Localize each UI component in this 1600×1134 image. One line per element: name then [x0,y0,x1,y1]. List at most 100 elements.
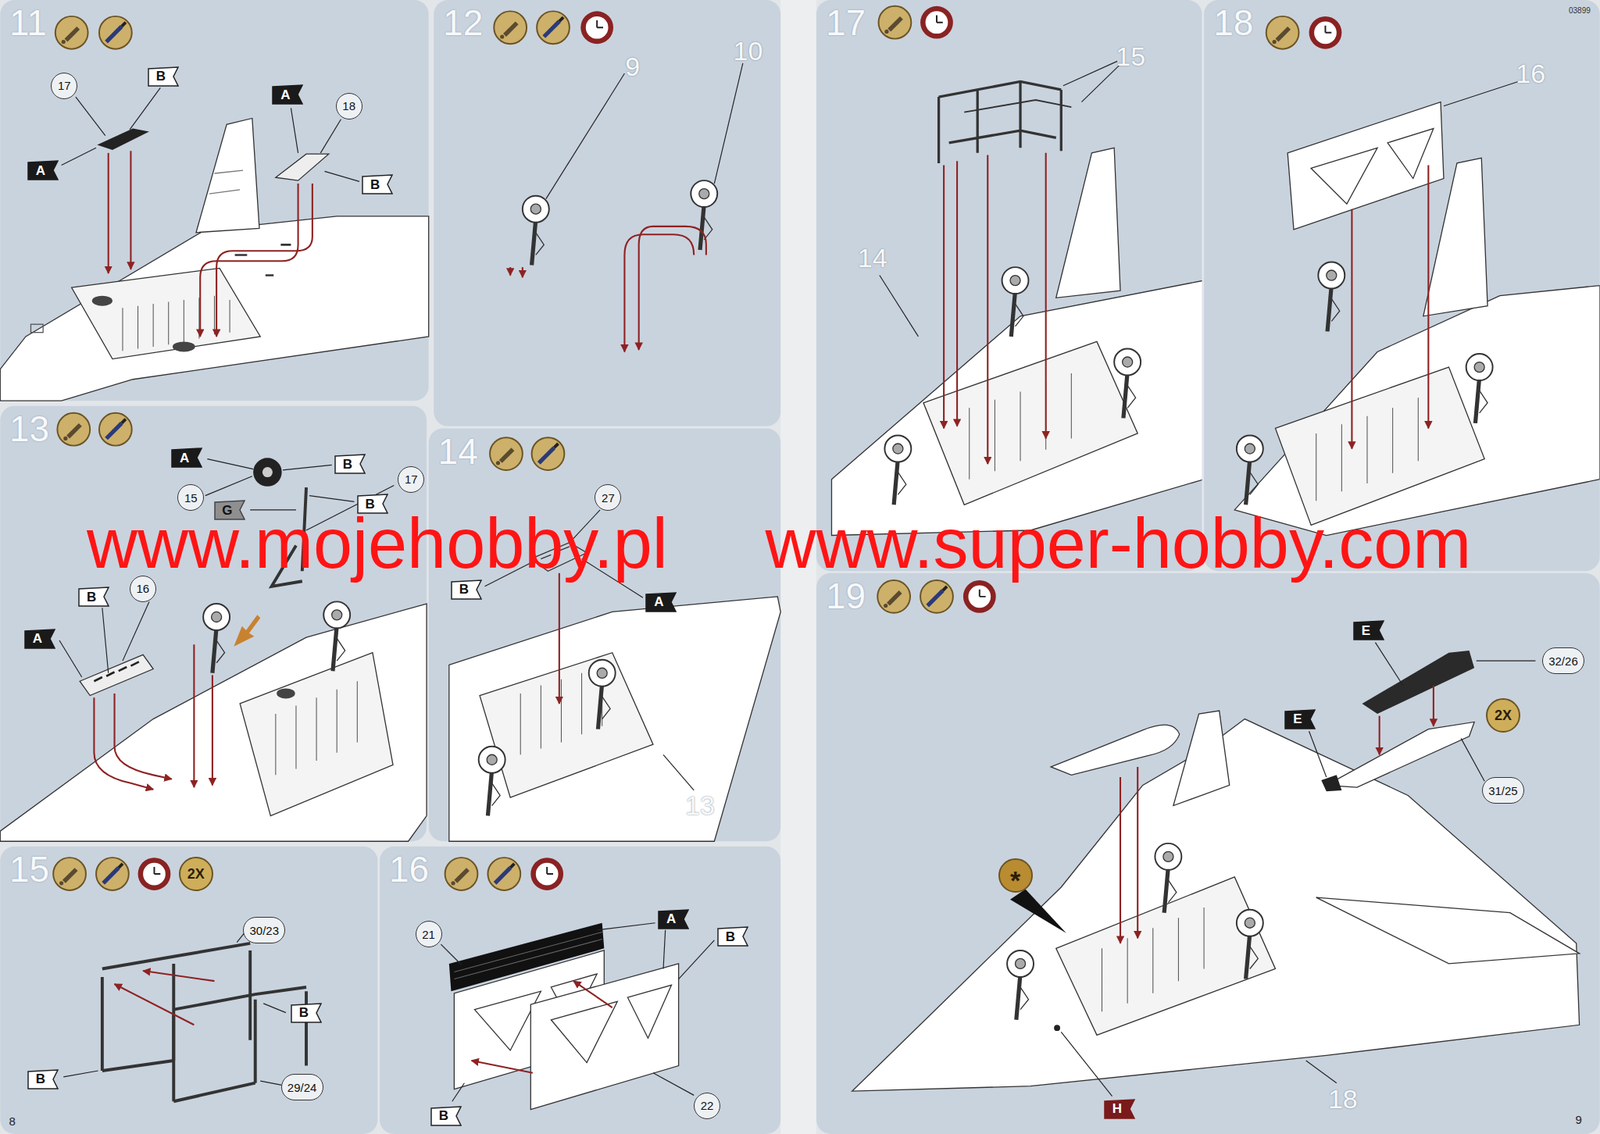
callout-circle: 21 [415,921,443,948]
step-number: 16 [389,851,429,888]
step-panel: 13AB15GB1716BA [0,406,427,843]
label-holder: 9 [625,53,640,80]
color-code: A [32,632,43,646]
step-panel: 17 [816,0,1203,572]
flag-outline [658,910,689,929]
color-flag: E [1353,620,1385,641]
sheet-code: 03899 [1568,7,1591,15]
step-panel: 16A21B22B [379,846,781,1134]
flag-outline [25,629,55,649]
color-code: B [342,457,353,472]
color-code: B [370,178,380,192]
callout-circle: 15 [177,484,204,511]
flag-outline [272,85,303,104]
part-label: 14 [857,244,888,272]
color-flag: B [290,1003,322,1024]
color-flag: B [147,66,179,87]
flag-outline [171,448,202,468]
color-flag: B [717,926,749,947]
callout-circle: 27 [594,484,622,511]
color-code: B [35,1072,46,1086]
flag-outline [1104,1100,1135,1119]
part-number: 17 [57,79,72,92]
part-label: 18 [1328,1085,1358,1113]
color-flag: A [271,84,304,105]
label-holder: 16 [1515,60,1546,87]
step-panel: 1117BAA18B [0,0,429,401]
label-holder: 03899 [1568,2,1591,17]
color-flag: B [334,453,366,475]
step-panel: 19E 32/26 2X E 31/25 * H [816,573,1600,1134]
part-label: 13 [685,792,715,819]
label-holder: 10 [732,37,763,65]
flag-outline [431,1107,461,1126]
callout-circle: 17 [397,466,425,493]
label-holder: 8 [9,1114,16,1129]
callout-circle: 17 [50,72,78,100]
part-number: 32/26 [1548,655,1579,668]
color-code: A [653,595,664,609]
hint-marker: * [998,858,1033,893]
flag-outline [28,160,58,180]
label-holder: 14 [857,244,888,272]
color-flag: A [24,628,56,650]
flag-outline [362,175,393,194]
color-flag: B [27,1069,59,1090]
label-holder: 18 [1328,1085,1358,1113]
color-flag: H [1103,1099,1136,1120]
label-holder: www.super-hobby.com [765,508,1472,579]
step-number: 14 [438,433,479,470]
color-code: B [725,930,736,944]
part-label: 9 [625,53,640,80]
hint-symbol: * [1010,857,1021,894]
color-code: A [179,451,190,465]
part-number: 27 [601,492,615,504]
color-flag: A [657,909,690,930]
quantity-text: 2X [1494,708,1512,723]
flag-outline [28,1070,58,1090]
step-number: 18 [1213,4,1254,41]
callout-circle: 22 [693,1092,721,1120]
step-panel: 12 [433,0,781,427]
color-flag: E [1284,709,1316,730]
watermark: www.super-hobby.com [765,508,1472,579]
color-flag: A [645,592,677,613]
color-code: A [280,88,290,102]
color-code: H [1112,1102,1122,1116]
color-flag: B [361,174,393,195]
callout-circle: 32/26 [1542,647,1585,675]
color-flag: B [78,586,110,608]
part-number: 31/25 [1488,785,1518,797]
part-number: 30/23 [250,925,280,937]
step-panel: 152X30/23BB29/24 [0,846,378,1134]
flag-outline [717,927,748,947]
color-flag: A [27,160,59,181]
flag-outline [335,454,365,474]
color-flag: A [171,447,203,468]
callout-circle: 30/23 [242,917,286,944]
color-code: A [35,164,46,178]
quantity-badge: 2X [1485,698,1521,733]
part-number: 29/24 [287,1082,318,1094]
part-number: 17 [404,473,418,486]
flag-outline [78,587,109,607]
color-code: E [1292,712,1302,726]
step-number: 13 [9,410,50,447]
part-number: 21 [421,928,436,941]
page-number: 9 [1575,1114,1582,1126]
label-holder: 9 [1575,1113,1582,1128]
part-number: 16 [136,582,150,595]
label-holder: 13 [685,792,715,819]
callout-circle: 16 [129,575,157,603]
flag-outline [646,592,676,612]
callout-circle: 31/25 [1482,777,1525,804]
label-holder: 15 [1115,42,1146,70]
part-number: 22 [700,1100,715,1112]
step-number: 11 [9,4,47,41]
color-code: B [439,1109,449,1123]
step-number: 15 [9,851,50,888]
callout-circle: 18 [335,92,363,120]
step-number: 19 [825,578,866,615]
step-number: 17 [825,4,866,41]
part-number: 15 [184,492,198,504]
